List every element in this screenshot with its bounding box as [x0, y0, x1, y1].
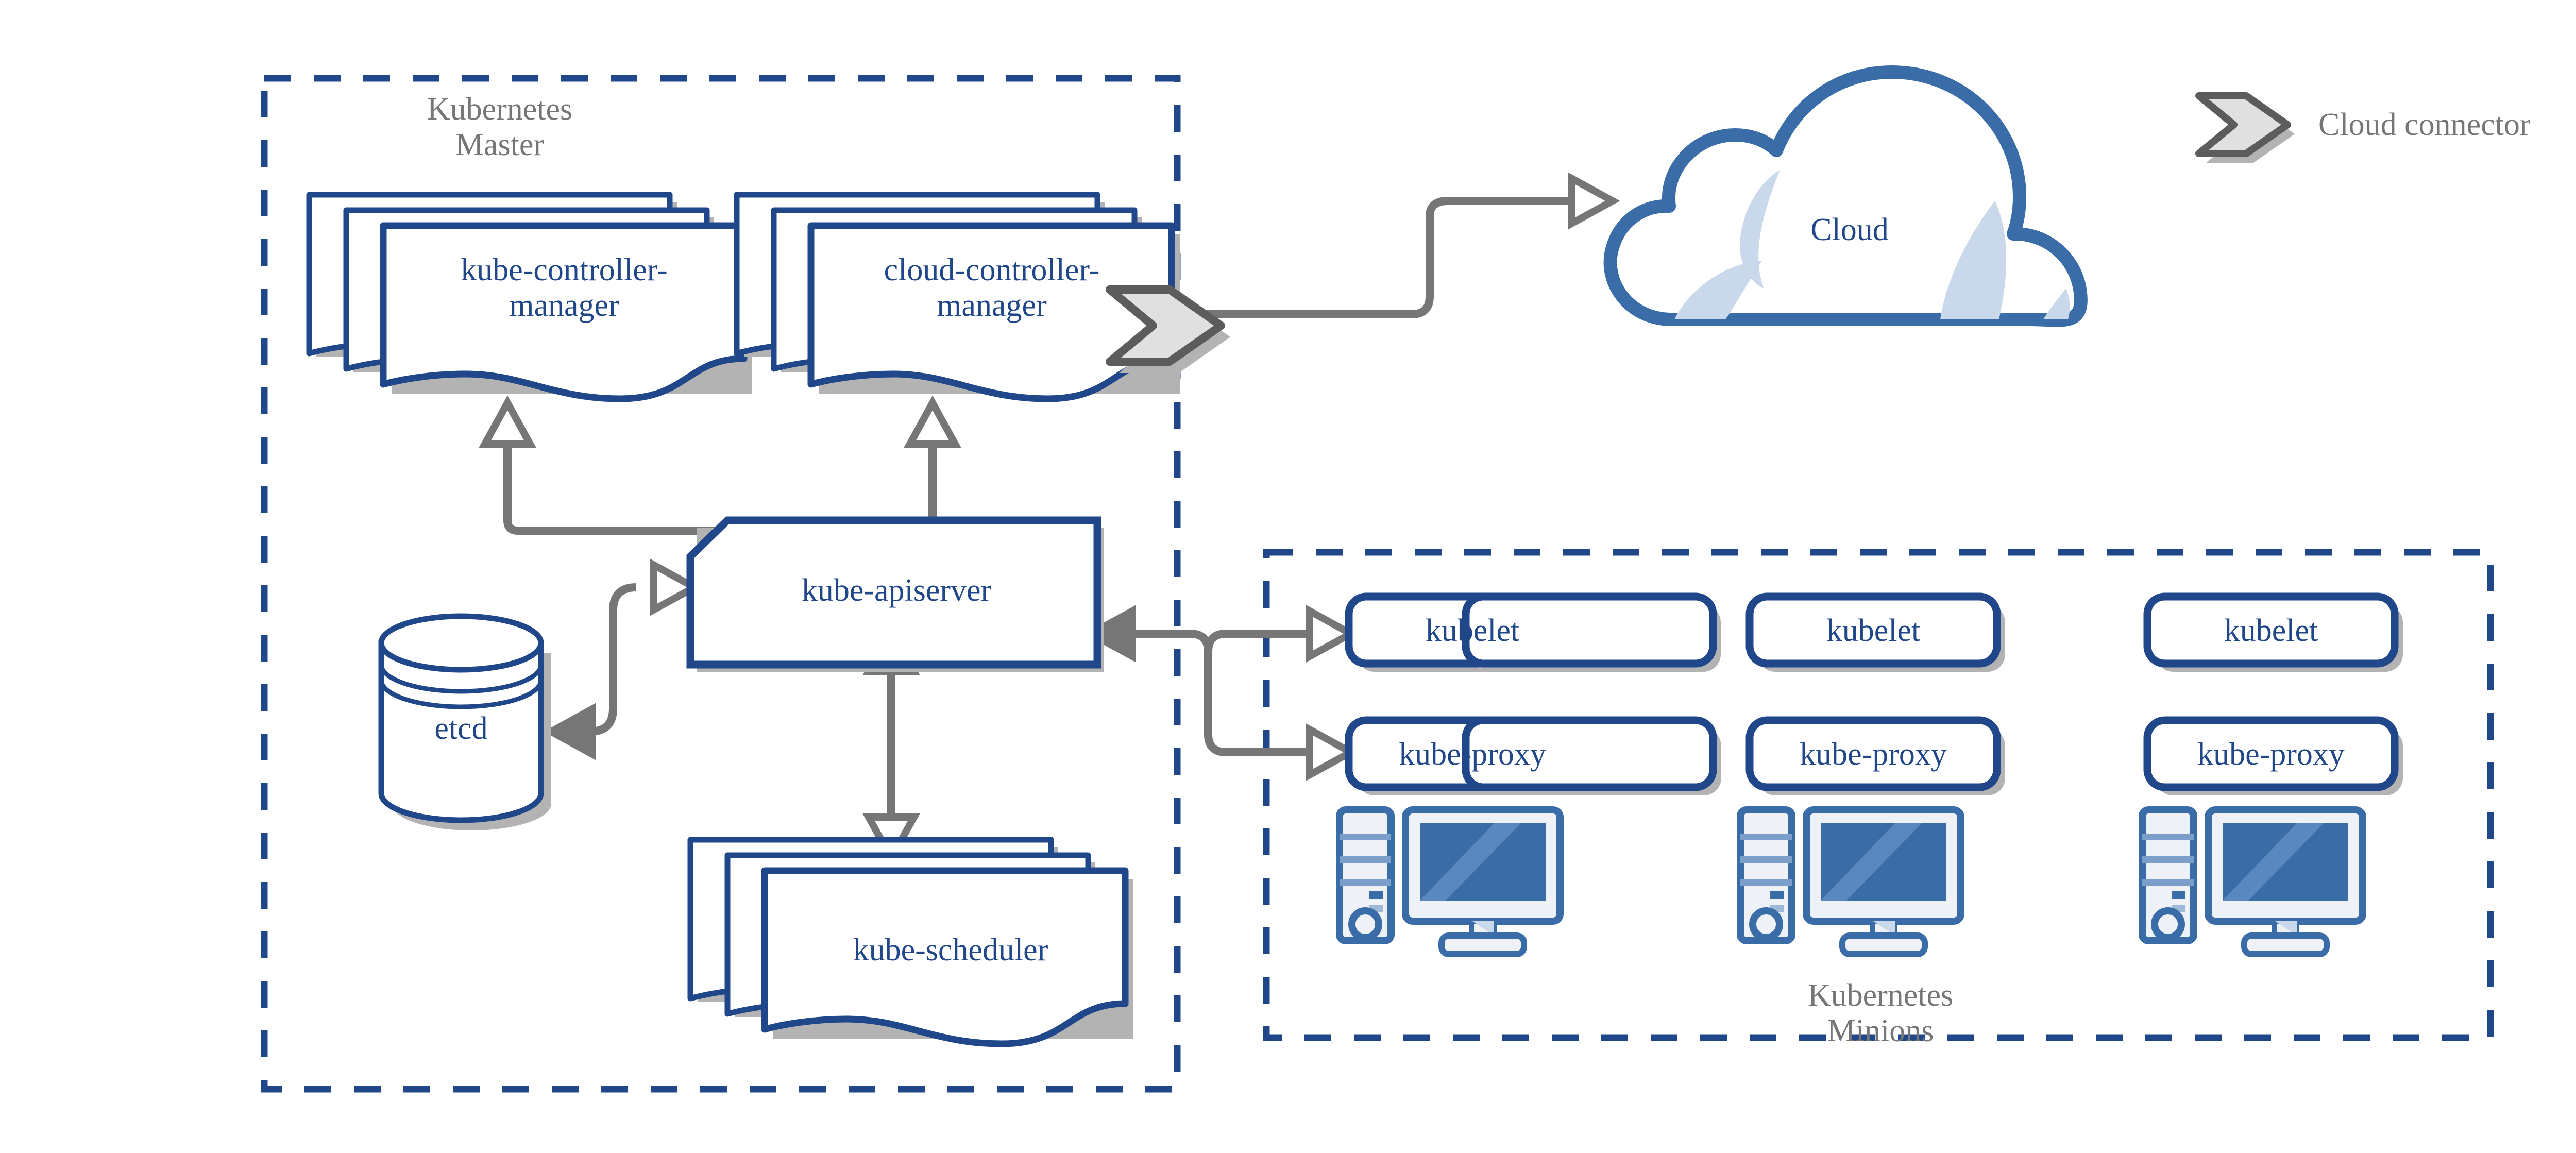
arrowhead-to-kube-controller-manager [479, 395, 536, 448]
kube-proxy-label-3: kube-proxy [2197, 737, 2345, 772]
kube-controller-manager-label: kube-controller- manager [461, 252, 668, 324]
arrowhead-to-cloud-controller-manager [904, 395, 961, 448]
kube-proxy-label-2-top: kube-proxy [1800, 737, 1947, 772]
desktop-computer-icon-3 [2139, 806, 2366, 957]
connector-apiserver-etcd [589, 583, 637, 736]
kube-apiserver-label: kube-apiserver [801, 573, 992, 608]
connector-cloudctrl-to-cloud [1164, 197, 1571, 318]
cloud-controller-manager-label: cloud-controller- manager [884, 252, 1100, 324]
desktop-computer-icon-1 [1336, 806, 1564, 957]
minions-zone-label: Kubernetes Minions [1807, 978, 1954, 1049]
kube-proxy-box-2-shape[interactable] [1745, 716, 2001, 791]
master-zone-border [261, 75, 1181, 1093]
kubelet-box-3[interactable] [2143, 592, 2399, 668]
cloud-label: Cloud [1810, 212, 1889, 247]
desktop-computer-icon-2 [1737, 806, 1964, 957]
component-kube-scheduler[interactable] [687, 837, 1133, 1047]
component-cloud[interactable] [1603, 65, 2088, 327]
legend-cloud-connector-icon [2195, 92, 2295, 163]
kubelet-box-2[interactable] [1462, 592, 1717, 668]
kube-proxy-box-2[interactable] [1462, 716, 1717, 791]
component-etcd[interactable] [378, 613, 551, 830]
cloud-connector-chevron-icon [1106, 285, 1230, 373]
arrowhead-to-etcd [544, 703, 596, 760]
component-kube-controller-manager[interactable] [306, 192, 752, 402]
legend-label: Cloud connector [2318, 107, 2531, 142]
minions-zone-border [1263, 549, 2494, 1041]
arrowhead-to-apiserver-right [1083, 605, 1136, 663]
arrowhead-to-kube-proxy [1306, 723, 1359, 781]
kube-proxy-box-3[interactable] [2143, 716, 2399, 791]
connector-apiserver-to-nodes [1123, 630, 1319, 756]
minion-node-3[interactable] [2139, 592, 2403, 957]
kubelet-box-2-shape[interactable] [1745, 592, 2001, 668]
kubelet-label-3: kubelet [2224, 613, 2318, 648]
component-kube-apiserver[interactable] [686, 516, 1104, 672]
arrowhead-to-kubelet [1306, 605, 1359, 663]
minion-node-2[interactable] [1462, 592, 1964, 957]
kubelet-label-1: kubelet [1425, 613, 1520, 648]
kube-proxy-label-1: kube-proxy [1399, 737, 1546, 772]
kube-scheduler-label: kube-scheduler [853, 932, 1048, 968]
arrowhead-to-cloud [1568, 172, 1620, 230]
etcd-label: etcd [434, 711, 488, 746]
master-zone-label: Kubernetes Master [427, 92, 573, 163]
arrowhead-to-apiserver-left [650, 558, 702, 616]
component-cloud-controller-manager[interactable] [734, 192, 1180, 402]
connector-branch-kubelet [1204, 630, 1319, 652]
kubelet-label-2-top: kubelet [1826, 613, 1921, 648]
